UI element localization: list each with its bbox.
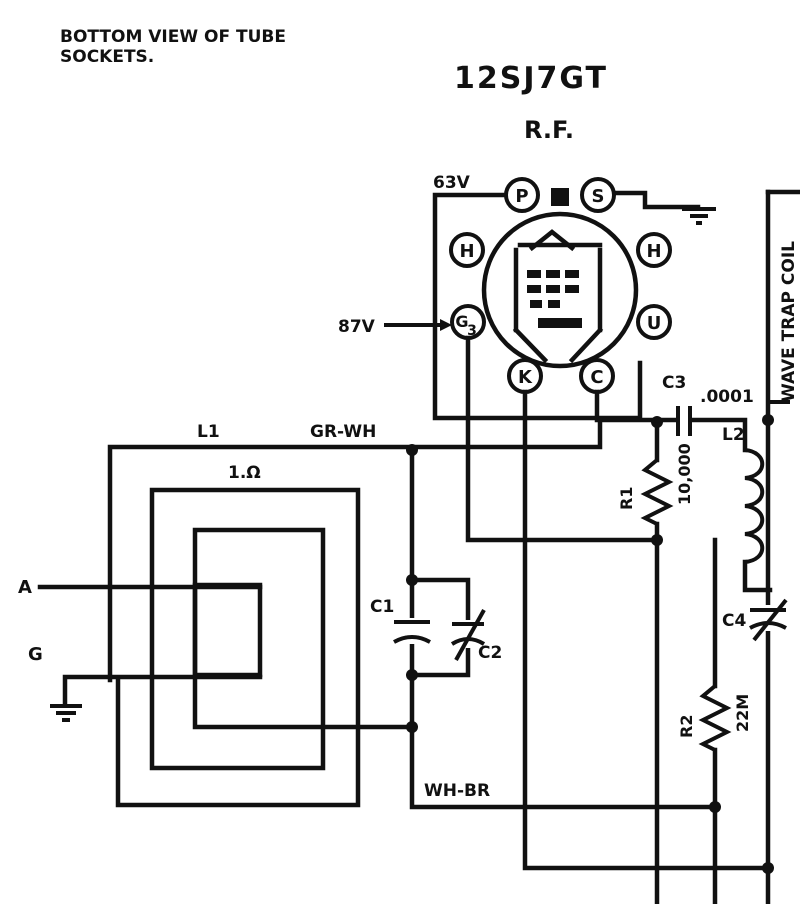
- pin-screen-grid: G 3: [450, 304, 486, 340]
- pin-grid-right-label: U: [647, 313, 662, 334]
- resistor-r2: [698, 684, 732, 752]
- capacitor-c2: C2: [450, 609, 502, 663]
- ground-terminal: G: [28, 644, 263, 722]
- ground-wire: [599, 190, 701, 210]
- tuning-bus-wire: [409, 444, 718, 810]
- coil-l1-windings: [115, 487, 415, 808]
- ground-terminal-wire: [62, 674, 263, 705]
- pin-grid-right: U: [636, 304, 672, 340]
- tube-socket: P S H H G 3 U K C 63V: [338, 173, 716, 421]
- ground-symbol: [682, 207, 716, 225]
- resistor-r2-value: 22M: [733, 694, 752, 732]
- socket-frame-wire: [432, 192, 643, 421]
- note-line-2: SOCKETS.: [60, 47, 154, 67]
- pin-screen-grid-label: G: [455, 312, 468, 331]
- pin-control-grid-label: C: [590, 367, 603, 388]
- pin-screen-grid-sub: 3: [467, 323, 477, 339]
- screen-voltage-arrowhead: [440, 319, 452, 331]
- pin-heater-left: H: [449, 232, 485, 268]
- pin-heater-right: H: [636, 232, 672, 268]
- capacitor-c3-value: .0001: [700, 387, 754, 407]
- capacitor-c1-label: C1: [370, 597, 394, 617]
- resistor-r1-value: 10,000: [675, 443, 694, 505]
- c3-wire-right: [689, 417, 748, 453]
- pin-heater-right-label: H: [646, 241, 661, 262]
- resistor-r2-label: R2: [677, 715, 696, 738]
- tube-electrodes: [512, 229, 604, 364]
- coil-l2: [742, 448, 773, 593]
- coil-l1-outer-top: [107, 417, 603, 683]
- ground-terminal-label: G: [28, 644, 43, 665]
- coil-l1-primary: [192, 582, 263, 678]
- tube-function: R.F.: [524, 116, 574, 144]
- pin-suppressor: S: [580, 177, 616, 213]
- coil-l2-label: L2: [722, 425, 745, 445]
- coil-l1-turns: 1.Ω: [228, 463, 261, 483]
- resistor-r1: [640, 458, 674, 526]
- junction-dot: [406, 721, 418, 733]
- capacitor-c3: C3 .0001: [662, 373, 754, 436]
- capacitor-c3-label: C3: [662, 373, 686, 393]
- wave-trap-text: WAVE TRAP COIL: [779, 241, 799, 402]
- control-grid-wire: [594, 389, 660, 423]
- cathode-wire: [522, 389, 773, 871]
- coil-l1-lead-top: GR-WH: [310, 422, 376, 442]
- junction-dot: [709, 801, 721, 813]
- pin-control-grid: C: [579, 358, 615, 394]
- pin-suppressor-label: S: [592, 186, 605, 207]
- junction-dot: [762, 414, 774, 426]
- coil-l1-label: L1: [197, 422, 220, 442]
- tube-type: 12SJ7GT: [454, 61, 608, 96]
- antenna-terminal: A: [18, 577, 263, 598]
- capacitor-c1: C1: [370, 597, 431, 644]
- heater-voltage: 63V: [433, 173, 471, 193]
- screen-voltage: 87V: [338, 317, 376, 337]
- resistor-r1-label: R1: [617, 487, 636, 510]
- socket-key: [551, 188, 569, 206]
- screen-grid-wire: [465, 335, 660, 543]
- capacitor-c4-label: C4: [722, 611, 746, 631]
- coil-l1-lead-bottom: WH-BR: [424, 781, 490, 801]
- capacitor-c4: C4: [722, 598, 788, 642]
- pin-plate: P: [504, 177, 540, 213]
- junction-dot: [406, 444, 418, 456]
- note-line-1: BOTTOM VIEW OF TUBE: [60, 27, 286, 47]
- antenna-label: A: [18, 577, 32, 598]
- pin-heater-left-label: H: [459, 241, 474, 262]
- pin-cathode: K: [507, 358, 543, 394]
- junction-dot: [651, 534, 663, 546]
- junction-dot: [762, 862, 774, 874]
- pin-plate-label: P: [515, 186, 528, 207]
- capacitor-c2-label: C2: [478, 643, 502, 663]
- coil-l1: L1 1.Ω GR-WH WH-BR: [107, 417, 603, 808]
- pin-cathode-label: K: [518, 367, 533, 388]
